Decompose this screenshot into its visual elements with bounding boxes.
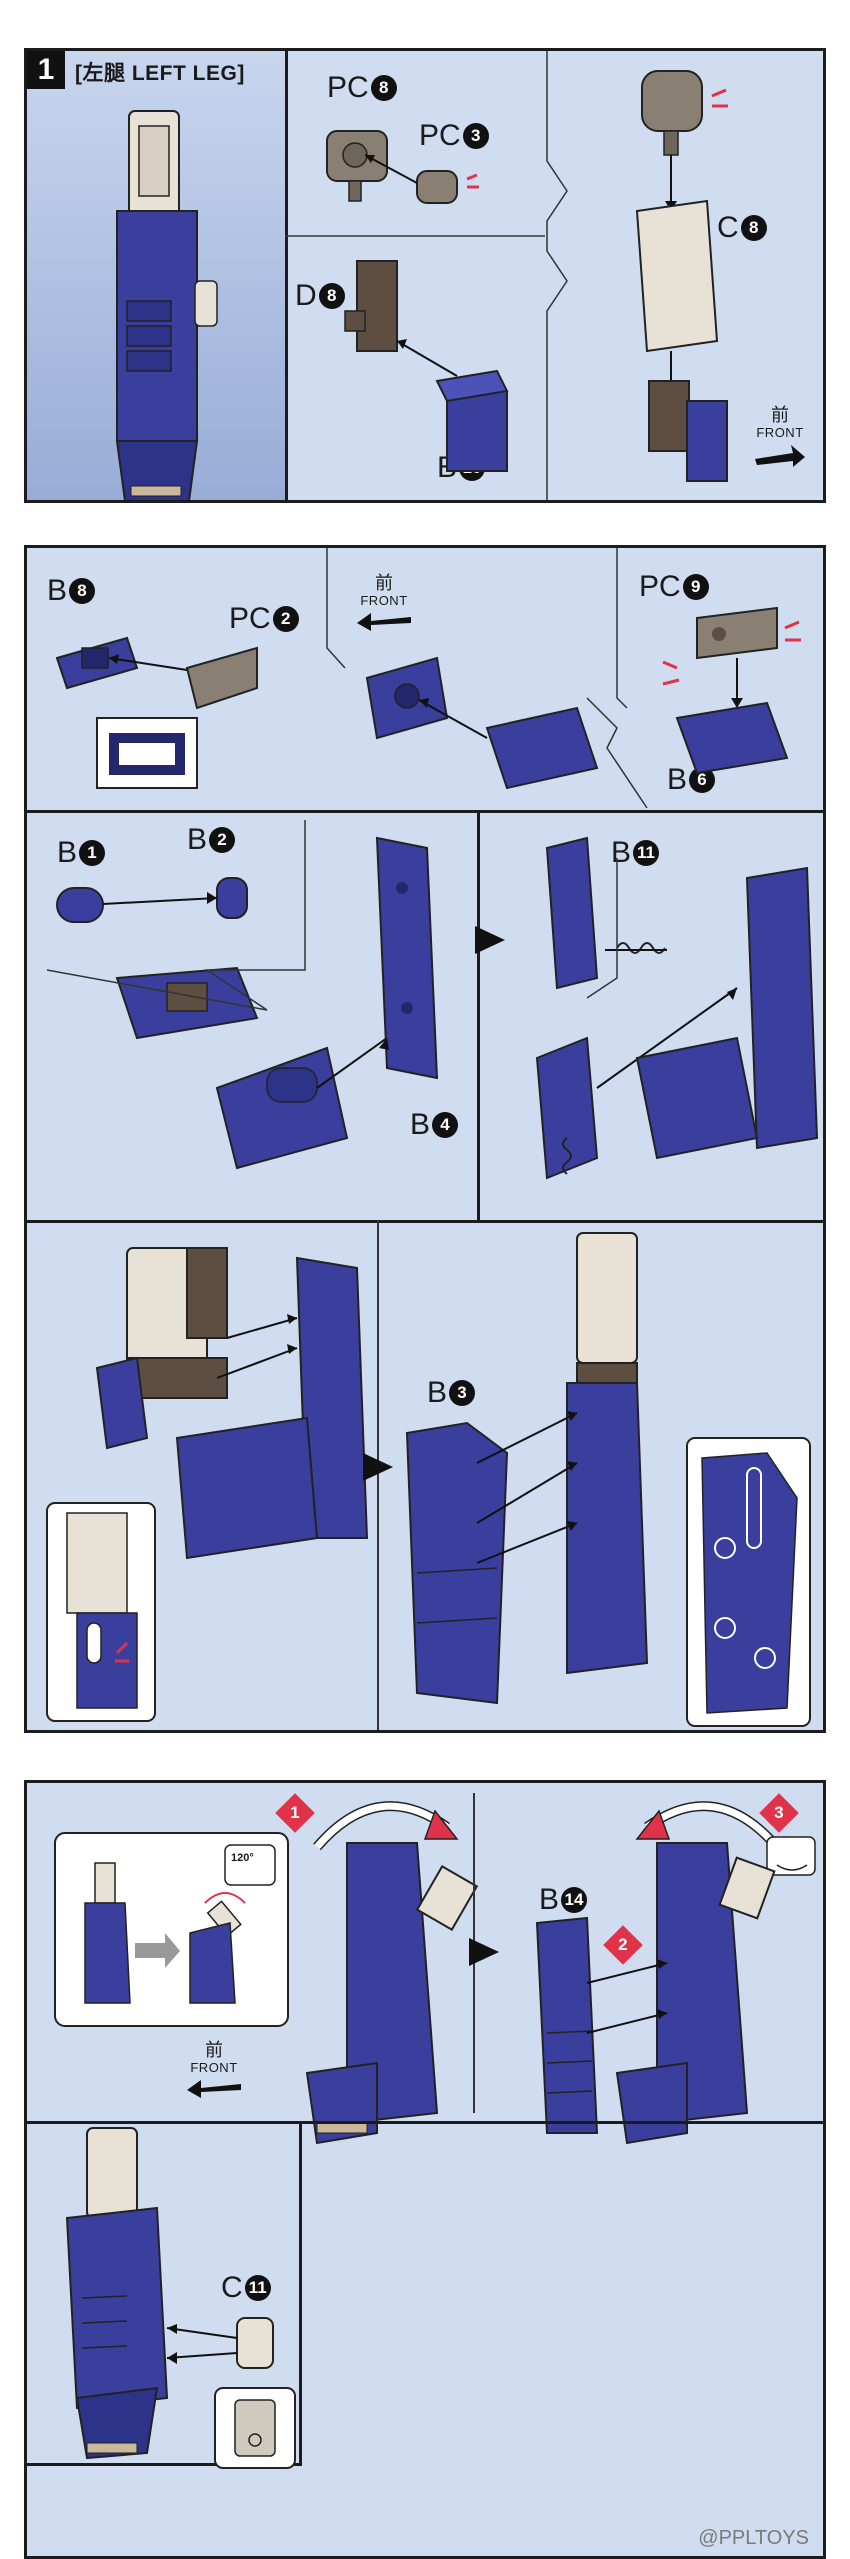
zigzag-connector bbox=[587, 698, 667, 818]
step-title: [左腿 LEFT LEG] bbox=[75, 57, 245, 87]
rotation-angle-label: 120° bbox=[231, 1852, 254, 1864]
b4-leg-assembly-illustration bbox=[197, 818, 497, 1178]
next-arrow-step3 bbox=[469, 1938, 499, 1966]
b8-pc2-assembly-illustration bbox=[47, 608, 327, 788]
step2-row-divider-2 bbox=[27, 1220, 823, 1223]
left-leg-overview-illustration bbox=[97, 111, 227, 501]
rotation-guide-inset bbox=[55, 1833, 290, 2028]
next-arrow-row-c bbox=[363, 1453, 393, 1481]
pc9-b6-assembly-illustration bbox=[657, 608, 826, 778]
watermark: @PPLTOYS bbox=[698, 2527, 809, 2550]
leg-fold-illustration-1 bbox=[287, 1833, 487, 2153]
detail-inset-illustration bbox=[47, 1503, 157, 1723]
step-number-badge: 1 bbox=[27, 51, 65, 89]
front-direction-indicator-step3: 前 FRONT bbox=[187, 2041, 241, 2098]
b11-spring-assembly-illustration bbox=[517, 838, 826, 1218]
c8-assembly-illustration bbox=[607, 71, 747, 481]
next-arrow-row-b bbox=[475, 926, 505, 954]
sequence-marker-1: 1 bbox=[281, 1799, 309, 1827]
b3-inner-detail-inset bbox=[687, 1438, 812, 1728]
step1-overview-cell: 1 [左腿 LEFT LEG] bbox=[27, 51, 285, 500]
c11-part-illustration bbox=[147, 2318, 297, 2468]
step2-row-b-divider bbox=[477, 810, 480, 1220]
b14-cover-attach-illustration bbox=[517, 1833, 817, 2153]
b-block-assembly-illustration bbox=[357, 638, 617, 808]
front-direction-indicator: 前 FRONT bbox=[755, 406, 805, 467]
b3-cover-assembly-illustration bbox=[397, 1233, 697, 1693]
step1-bubble-line bbox=[285, 51, 545, 500]
